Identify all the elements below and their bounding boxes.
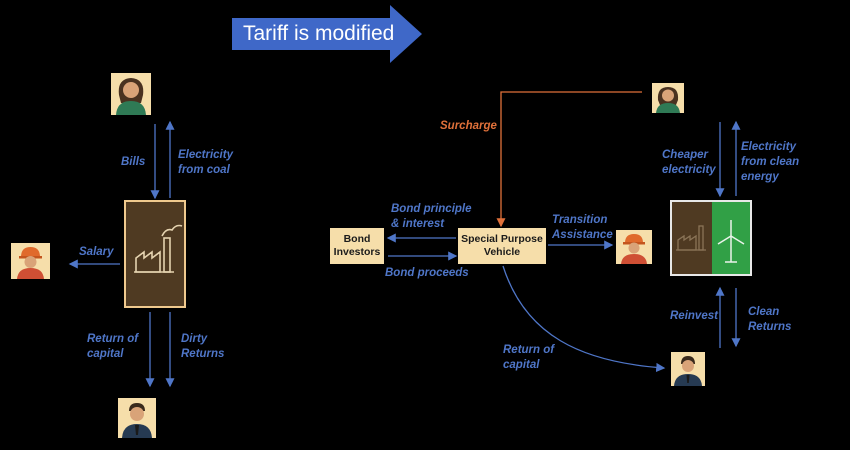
factory-icon xyxy=(676,225,706,251)
bond-investors-box: Bond Investors xyxy=(330,228,384,264)
clean-plant-box xyxy=(670,200,752,276)
businessman-icon xyxy=(671,352,705,386)
clean-half xyxy=(712,202,750,274)
spv-box: Special Purpose Vehicle xyxy=(458,228,546,264)
label-transition-assistance: Transition Assistance xyxy=(552,214,613,241)
label-electricity-clean: Electricity from clean energy xyxy=(741,141,800,183)
label-return-capital-right: Return of capital xyxy=(503,344,555,371)
label-dirty-returns: Dirty Returns xyxy=(181,333,225,360)
woman-consumer-icon xyxy=(111,73,151,115)
coal-half xyxy=(672,202,712,274)
label-clean-returns: Clean Returns xyxy=(748,306,792,333)
label-reinvest: Reinvest xyxy=(670,310,718,322)
woman-consumer-icon xyxy=(652,83,684,113)
label-return-capital-left: Return of capital xyxy=(87,333,139,360)
factory-icon xyxy=(134,224,183,273)
label-bond-principle: Bond principle & interest xyxy=(391,203,472,230)
label-surcharge: Surcharge xyxy=(440,120,497,132)
label-bills: Bills xyxy=(121,156,146,168)
worker-hardhat-icon xyxy=(11,243,50,279)
worker-hardhat-icon xyxy=(616,230,652,264)
label-salary: Salary xyxy=(79,246,114,258)
label-electricity-coal: Electricity from coal xyxy=(178,149,233,176)
banner-arrow xyxy=(232,5,422,63)
arrow-surcharge xyxy=(496,91,642,228)
label-bond-proceeds: Bond proceeds xyxy=(385,267,469,279)
businessman-icon xyxy=(118,398,156,438)
wind-turbine-icon xyxy=(717,220,745,263)
banner-text: Tariff is modified xyxy=(243,22,395,45)
label-cheaper-electricity: Cheaper electricity xyxy=(662,149,716,176)
arrow-return-capital-right xyxy=(502,265,666,372)
coal-plant-box xyxy=(124,200,186,308)
